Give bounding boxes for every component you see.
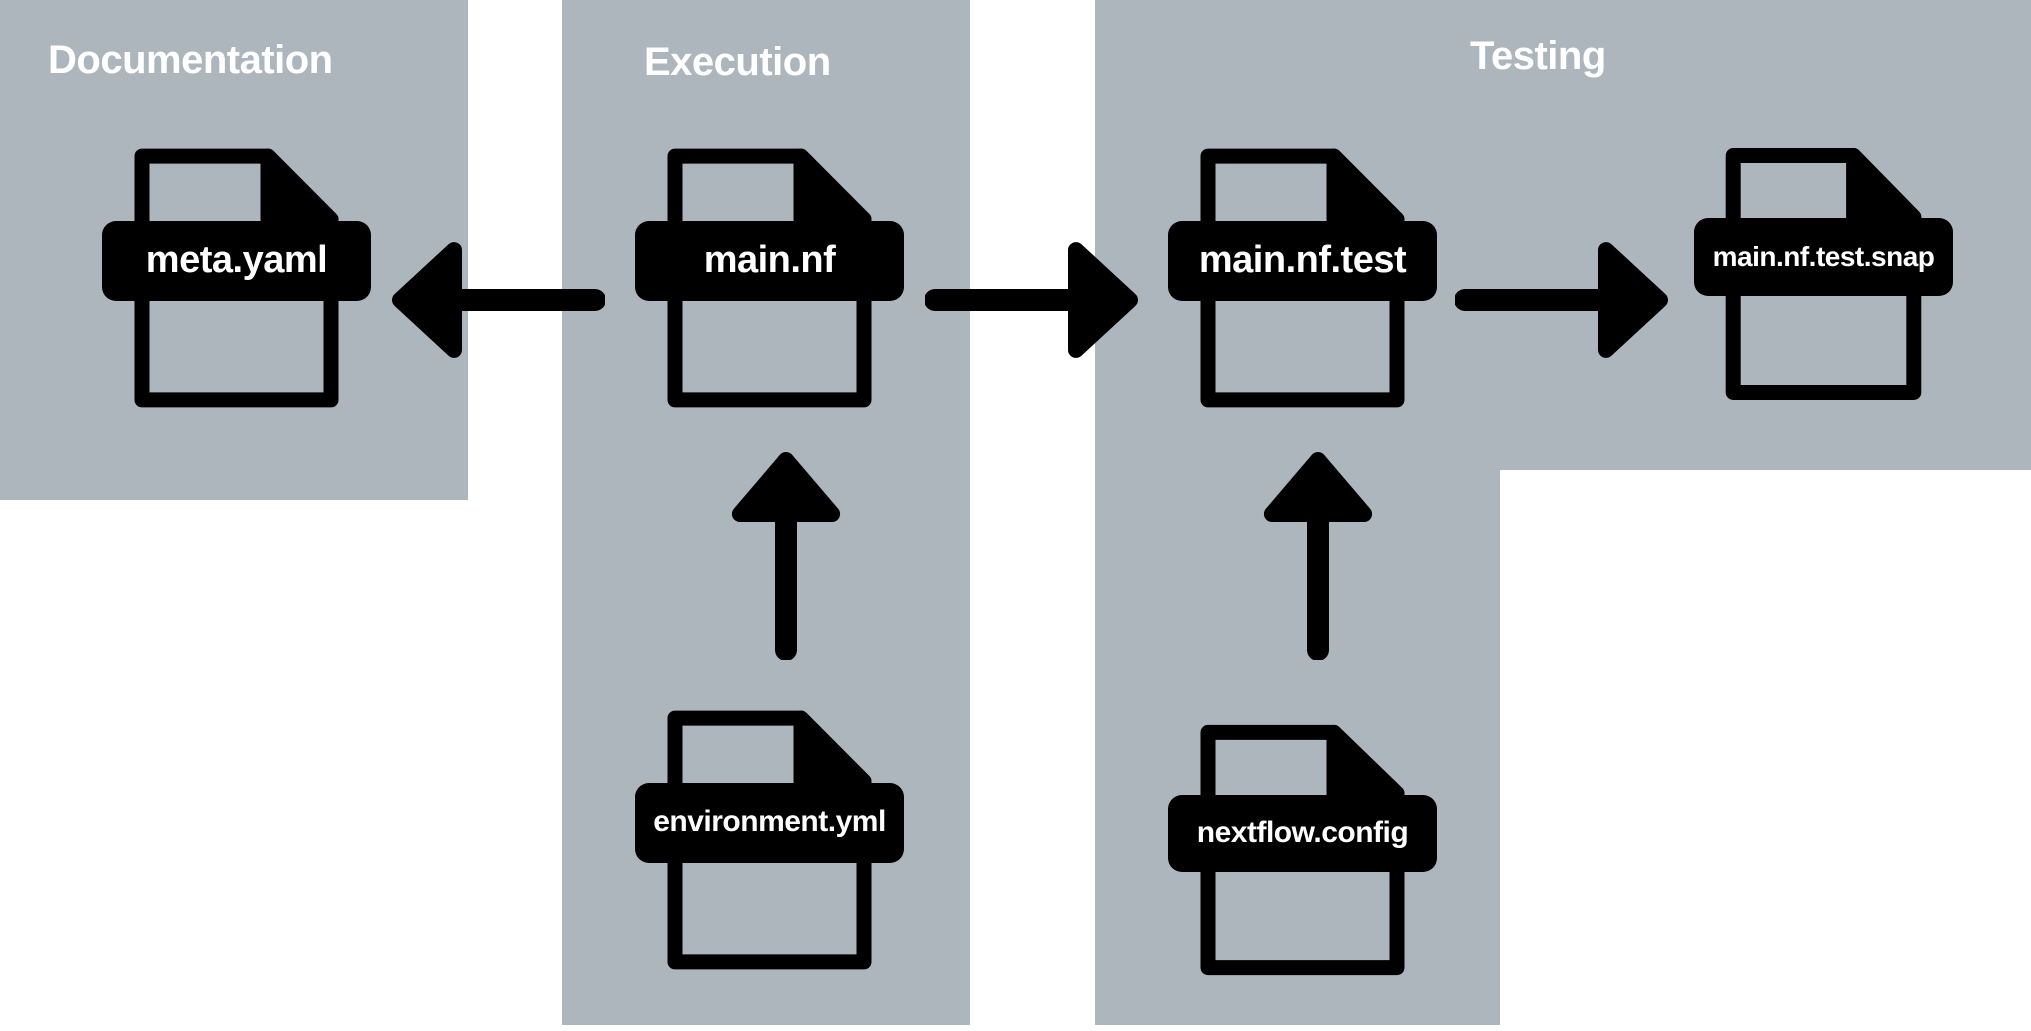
arrow-nextflow-config-to-main-nf-test <box>1250 450 1386 660</box>
file-document-icon <box>657 700 882 980</box>
panel-label-testing: Testing <box>1470 34 1606 78</box>
panel-label-execution: Execution <box>644 40 831 84</box>
arrow-left-icon <box>392 242 605 358</box>
file-label-band <box>1694 218 1953 296</box>
arrow-main-nf-to-meta-yaml <box>390 232 605 368</box>
file-node-nextflow-config[interactable]: nextflow.config <box>1168 715 1437 985</box>
arrow-right-icon <box>925 242 1138 358</box>
file-document-icon <box>124 138 349 418</box>
file-document-icon <box>1190 138 1415 418</box>
file-node-main-nf-test-snap[interactable]: main.nf.test.snap <box>1694 138 1953 410</box>
file-document-icon <box>657 138 882 418</box>
file-node-meta-yaml[interactable]: meta.yaml <box>102 138 371 418</box>
file-node-main-nf-test[interactable]: main.nf.test <box>1168 138 1437 418</box>
arrow-main-nf-to-main-nf-test <box>925 232 1140 368</box>
file-label-band <box>1168 221 1437 301</box>
file-node-environment-yml[interactable]: environment.yml <box>635 700 904 980</box>
file-label-band <box>635 783 904 863</box>
arrow-up-icon <box>1263 452 1373 660</box>
file-label-band <box>635 221 904 301</box>
file-document-icon <box>1190 715 1415 985</box>
arrow-environment-yml-to-main-nf <box>718 450 854 660</box>
arrow-up-icon <box>731 452 841 660</box>
arrow-right-icon <box>1455 242 1668 358</box>
panel-label-documentation: Documentation <box>48 38 333 82</box>
panel-testing-column <box>1095 470 1500 1025</box>
file-node-main-nf[interactable]: main.nf <box>635 138 904 418</box>
file-label-band <box>1168 795 1437 872</box>
file-label-band <box>102 221 371 301</box>
file-document-icon <box>1716 138 1931 410</box>
arrow-main-nf-test-to-snap <box>1455 232 1670 368</box>
